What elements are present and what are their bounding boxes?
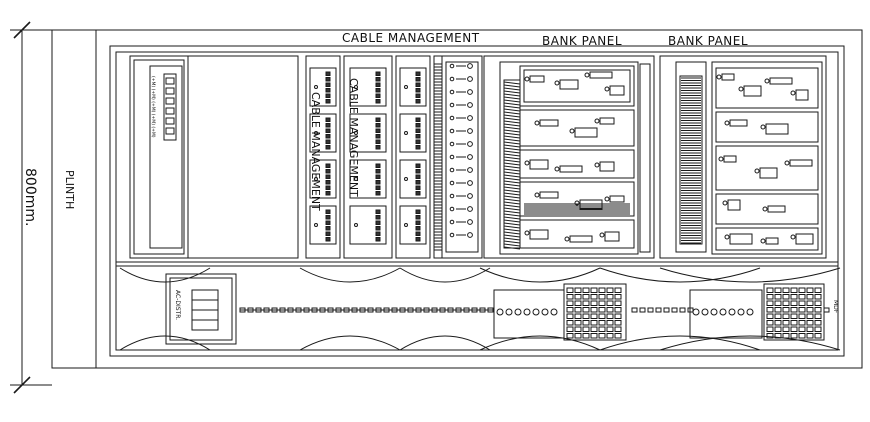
- bank-panel-2: [659, 55, 827, 259]
- cable-tray: [239, 307, 830, 313]
- mdf-block-1: [493, 283, 627, 341]
- cable-management-modules: [305, 55, 443, 259]
- rack-outer: [109, 45, 845, 357]
- left-rack-unit: [129, 55, 299, 259]
- connector-strip: [441, 55, 483, 259]
- cabinet-frame: [95, 29, 863, 369]
- height-dimension: [10, 21, 52, 394]
- ac-distr-label: AC-DISTR.: [174, 290, 181, 320]
- rack-inner: [115, 51, 839, 351]
- bank-panel-1-heading: BANK PANEL: [542, 34, 622, 48]
- cable-management-vertical-1: CABLE MANAGEMENT: [309, 92, 322, 211]
- cable-arcs: [119, 267, 841, 351]
- left-panel-label: (+M) (+M) (+M) (+M) (+M): [150, 76, 156, 138]
- bank-panel-2-heading: BANK PANEL: [668, 34, 748, 48]
- bank-panel-1: [483, 55, 655, 259]
- mdf-label: MDF: [832, 300, 839, 314]
- height-dimension-label: 800mm.: [22, 168, 38, 226]
- plinth-label: PLINTH: [63, 170, 76, 209]
- mdf-block-2: [689, 283, 825, 341]
- cable-management-heading: CABLE MANAGEMENT: [342, 31, 480, 45]
- cable-management-vertical-2: CABLE MANAGEMENT: [347, 78, 360, 197]
- ac-distribution-box: [165, 273, 237, 345]
